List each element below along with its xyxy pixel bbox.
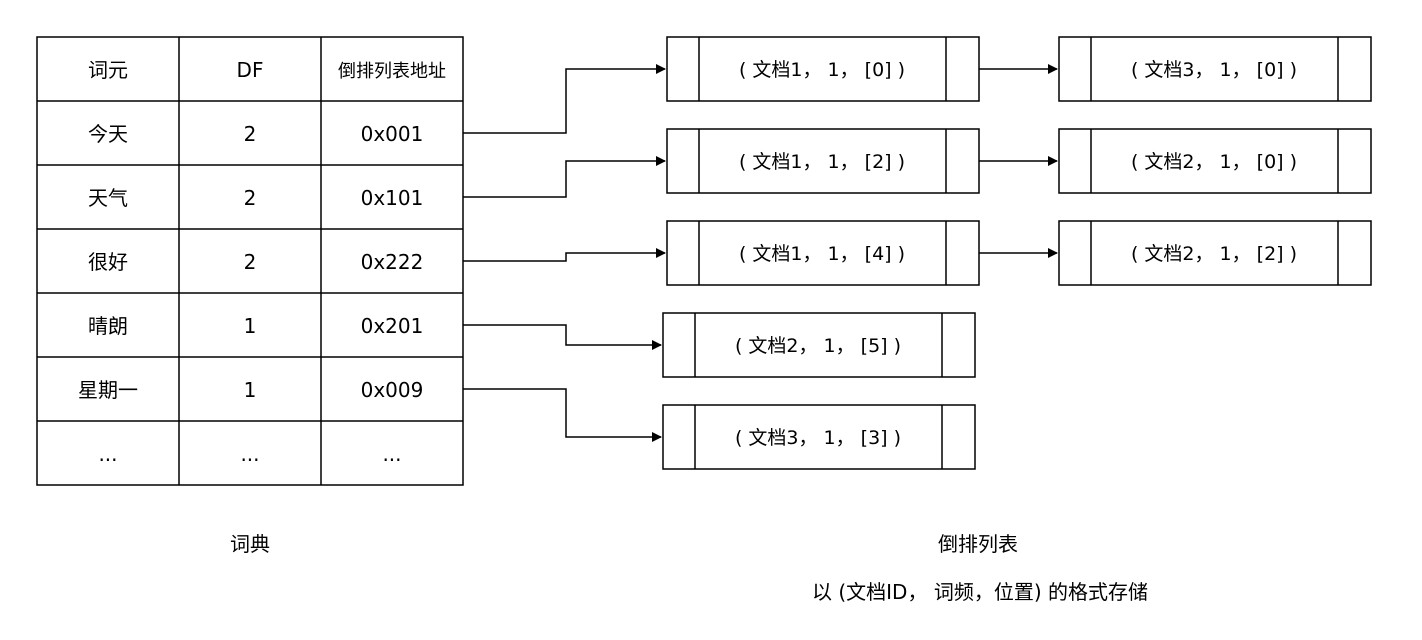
format-note: 以 (文档ID， 词频，位置) 的格式存储	[812, 580, 1148, 604]
posting-entry: ( 文档3， 1， [3] )	[735, 427, 901, 449]
term-cell: 很好	[88, 250, 128, 274]
pointer-arrow	[463, 248, 666, 262]
df-cell: 2	[244, 186, 257, 210]
posting-entry: ( 文档1， 1， [2] )	[739, 151, 905, 173]
posting-entry: ( 文档2， 1， [2] )	[1131, 243, 1297, 265]
posting-entry: ( 文档1， 1， [0] )	[739, 59, 905, 81]
address-cell: 0x101	[361, 186, 424, 210]
postings-caption: 倒排列表	[938, 532, 1018, 556]
pointer-arrow	[463, 64, 666, 134]
df-cell: 2	[244, 122, 257, 146]
posting-node: ( 文档2， 1， [2] )	[1058, 220, 1372, 286]
header-address: 倒排列表地址	[338, 61, 446, 82]
posting-node: ( 文档3， 1， [3] )	[662, 404, 976, 470]
pointer-arrow	[463, 156, 666, 198]
connectors	[463, 64, 1058, 442]
dictionary-table: 词元 DF 倒排列表地址 今天 2 0x001 天气 2 0x101 很好 2 …	[36, 36, 464, 486]
posting-lists: ( 文档1， 1， [0] ) ( 文档3， 1， [0] ) ( 文档1， 1…	[662, 36, 1372, 470]
address-cell: 0x201	[361, 314, 424, 338]
address-cell: 0x001	[361, 122, 424, 146]
posting-node: ( 文档3， 1， [0] )	[1058, 36, 1372, 102]
posting-node: ( 文档2， 1， [0] )	[1058, 128, 1372, 194]
posting-entry: ( 文档2， 1， [5] )	[735, 335, 901, 357]
term-cell: 天气	[88, 186, 128, 210]
pointer-arrow	[463, 388, 662, 442]
address-cell: 0x222	[361, 250, 424, 274]
posting-entry: ( 文档2， 1， [0] )	[1131, 151, 1297, 173]
term-cell: ...	[98, 442, 117, 466]
term-cell: 星期一	[78, 378, 138, 402]
posting-entry: ( 文档3， 1， [0] )	[1131, 59, 1297, 81]
header-term: 词元	[88, 58, 128, 82]
df-cell: 1	[244, 314, 257, 338]
df-cell: 1	[244, 378, 257, 402]
term-cell: 今天	[88, 122, 128, 146]
term-cell: 晴朗	[88, 314, 128, 338]
dictionary-caption: 词典	[230, 532, 270, 556]
posting-entry: ( 文档1， 1， [4] )	[739, 243, 905, 265]
dictionary-border	[36, 36, 464, 486]
df-cell: ...	[240, 442, 259, 466]
address-cell: ...	[382, 442, 401, 466]
header-df: DF	[237, 58, 264, 82]
pointer-arrow	[463, 324, 662, 350]
address-cell: 0x009	[361, 378, 424, 402]
posting-node: ( 文档1， 1， [2] )	[666, 128, 980, 194]
posting-node: ( 文档1， 1， [4] )	[666, 220, 980, 286]
posting-node: ( 文档1， 1， [0] )	[666, 36, 980, 102]
df-cell: 2	[244, 250, 257, 274]
posting-node: ( 文档2， 1， [5] )	[662, 312, 976, 378]
